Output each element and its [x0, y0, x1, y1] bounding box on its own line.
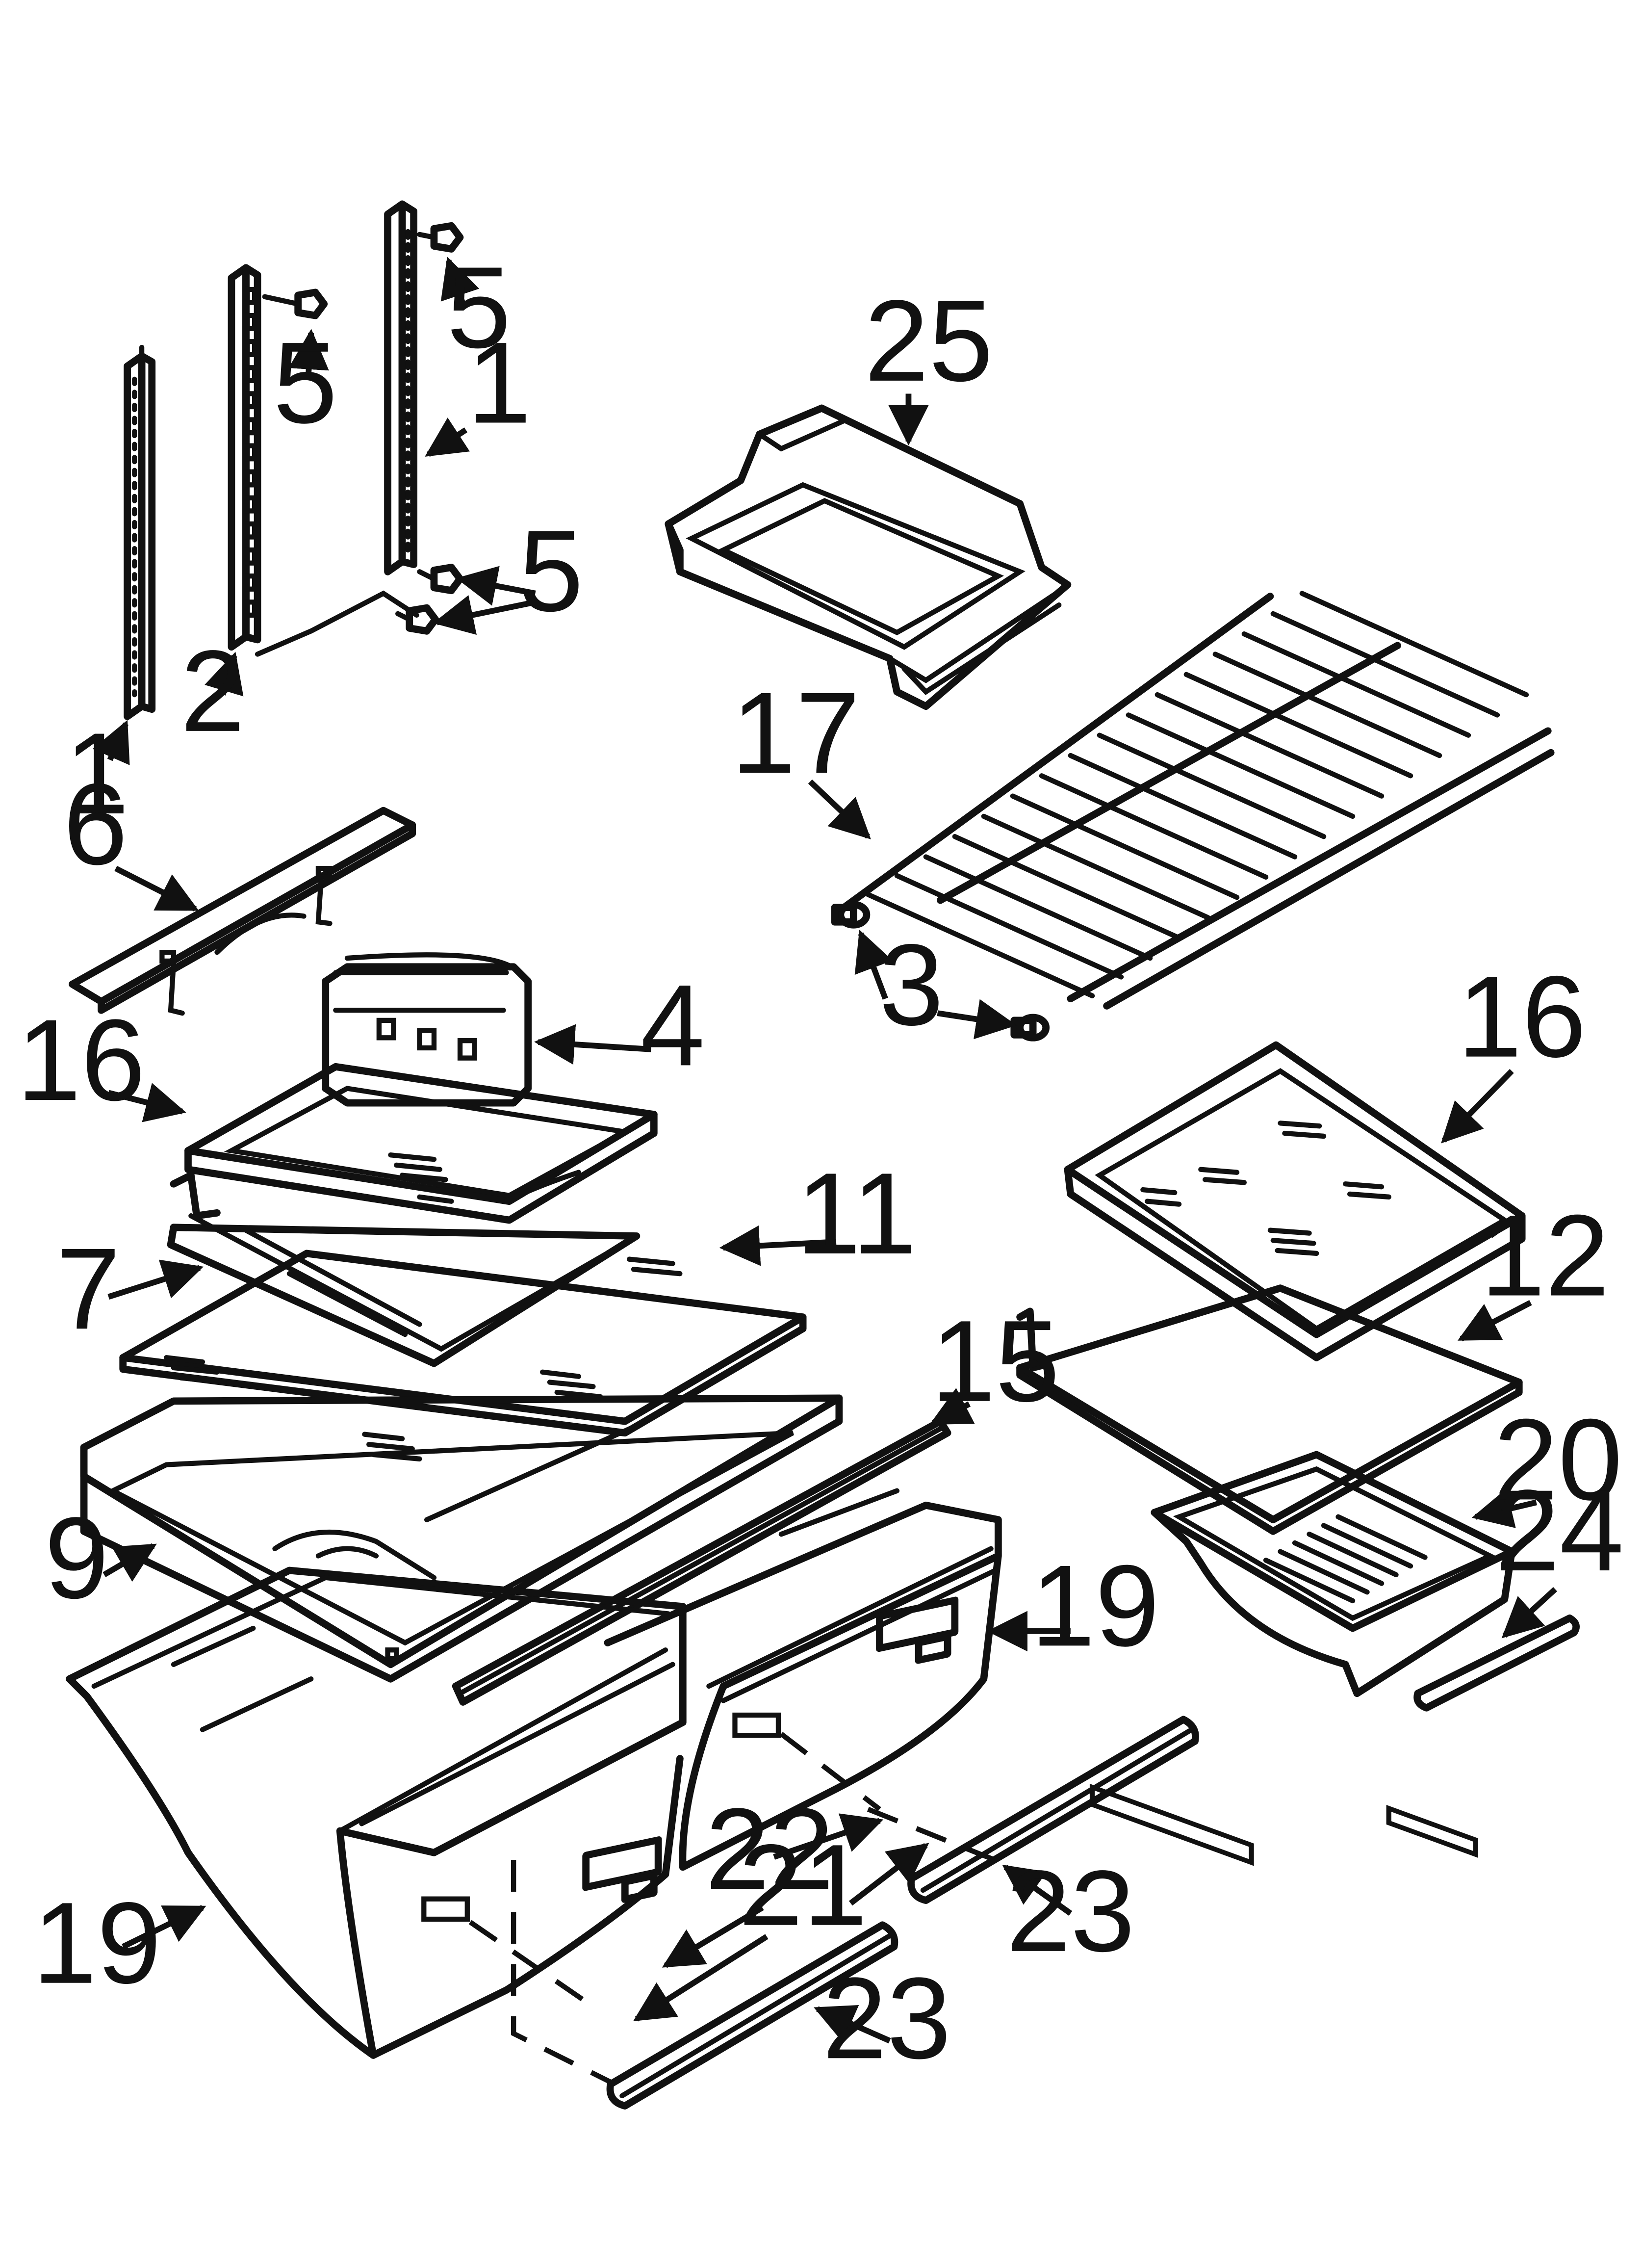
part-9-crisper-cover — [80, 1394, 843, 1683]
screw-top — [417, 222, 464, 253]
part-15-rail — [452, 1417, 951, 1706]
part-2-center-standard — [228, 264, 261, 651]
callout-labels: 1 1 2 3 4 5 5 5 6 7 9 11 12 15 16 16 17 … — [17, 243, 1624, 2083]
part-19-left-crisper — [66, 1566, 687, 2059]
callout-4: 4 — [641, 961, 705, 1090]
callout-5: 5 — [447, 243, 511, 372]
callout-1: 1 — [65, 709, 129, 838]
callout-20: 20 — [1494, 1395, 1622, 1524]
callout-16: 16 — [1458, 952, 1586, 1082]
part-22-clip-left — [582, 1836, 662, 1891]
callout-25: 25 — [865, 276, 993, 406]
callout-11: 11 — [796, 1149, 917, 1278]
screw-lower-2 — [395, 604, 439, 635]
callout-12: 12 — [1481, 1191, 1609, 1320]
part-21-clip-right — [915, 1633, 951, 1664]
callout-24: 24 — [1495, 1466, 1624, 1595]
part-1-right-standard — [384, 200, 418, 575]
callout-19: 19 — [1031, 1541, 1159, 1670]
callout-9: 9 — [45, 1493, 109, 1623]
part-25-door-bin — [665, 404, 1072, 710]
part-17-wire-shelf — [838, 591, 1555, 1010]
support-2 — [1010, 1014, 1050, 1042]
callout-23: 23 — [1006, 1847, 1135, 1976]
callout-23: 23 — [822, 1954, 951, 2083]
callout-1: 1 — [467, 318, 531, 447]
part-16-right-shelf — [1064, 1041, 1526, 1361]
callout-19: 19 — [32, 1878, 161, 2008]
part-11-glass — [119, 1250, 807, 1461]
callout-2: 2 — [180, 626, 245, 756]
part-24-trim — [1413, 1614, 1580, 1712]
part-20-meat-drawer — [1151, 1451, 1515, 1697]
part-21-clip-left — [621, 1872, 658, 1903]
callout-17: 17 — [731, 668, 860, 798]
callout-5: 5 — [519, 506, 583, 636]
part-23-trim-left — [606, 1921, 898, 2110]
callout-22: 22 — [705, 1784, 834, 1914]
support-1 — [831, 901, 871, 929]
part-1-left-standard — [124, 344, 156, 720]
part-23-trim-right — [907, 1716, 1199, 1904]
callout-15: 15 — [931, 1297, 1059, 1426]
part-7-frame — [167, 1172, 641, 1367]
screw-mid — [262, 288, 328, 319]
callout-21: 21 — [739, 1821, 867, 1950]
callout-6: 6 — [63, 759, 128, 889]
part-6-cover — [69, 807, 416, 1016]
callout-3: 3 — [879, 920, 944, 1050]
assembly-lines — [468, 1732, 1014, 2086]
screw-lower-1 — [417, 564, 464, 595]
leader-arrows — [92, 257, 1557, 2044]
part-19-right-crisper — [604, 1488, 1002, 1871]
callout-16: 16 — [17, 995, 145, 1125]
part-5-screws — [255, 222, 464, 657]
part-16-left-shelf — [184, 1063, 658, 1224]
callout-5: 5 — [273, 318, 337, 447]
callout-7: 7 — [56, 1224, 120, 1354]
part-12-frame — [1016, 1284, 1523, 1866]
